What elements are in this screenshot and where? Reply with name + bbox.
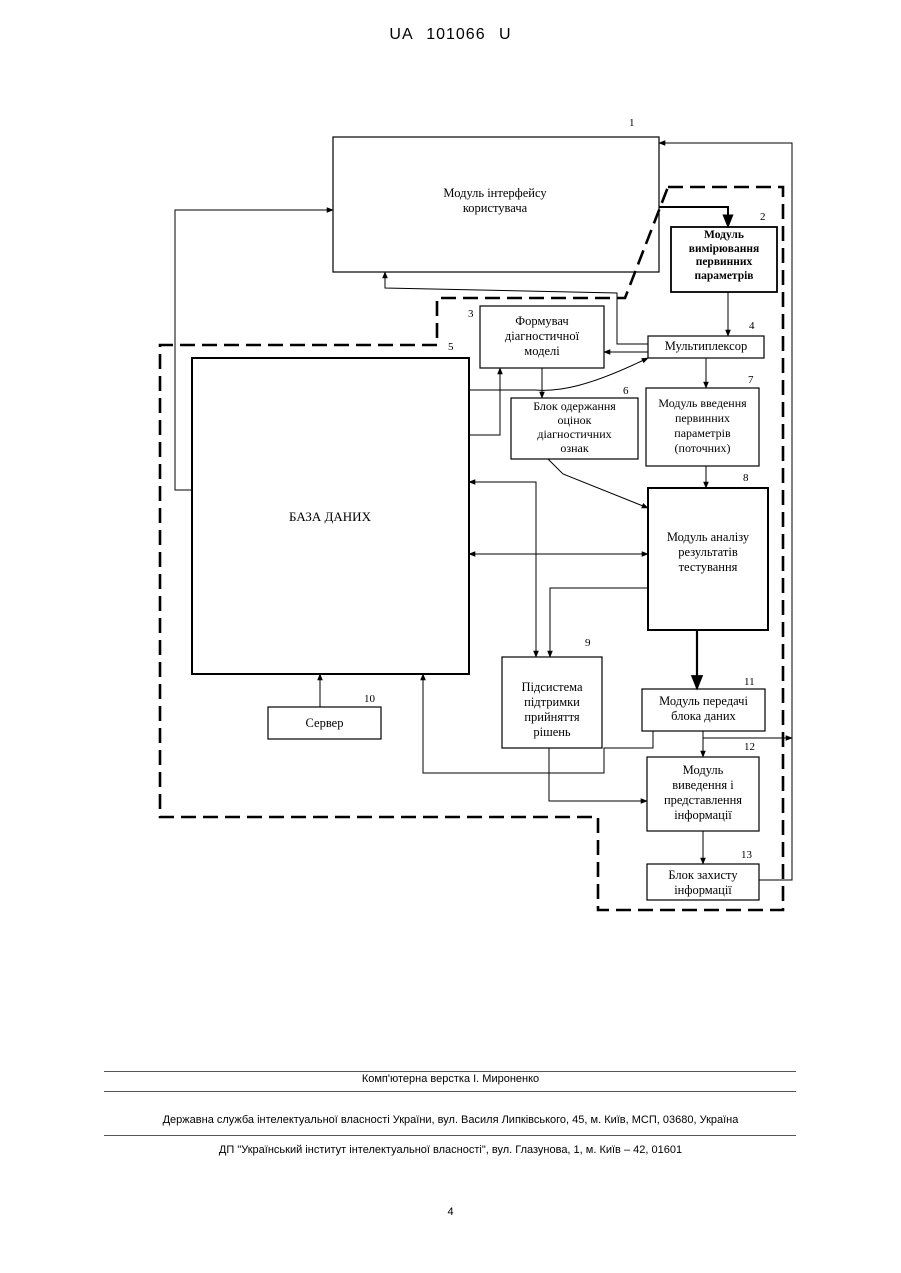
block-9-number: 9 [585, 637, 591, 649]
block-13-label: Блок захисту інформації [647, 868, 759, 898]
line-analysis-to-decision [550, 588, 648, 657]
line-interface-to-measure [659, 207, 728, 227]
block-8-label: Модуль аналізу результатів тестування [648, 530, 768, 575]
page-number: 4 [0, 1206, 901, 1218]
footer-rule-top [104, 1071, 796, 1072]
line-db-to-decision [469, 482, 536, 657]
block-6-number: 6 [623, 385, 629, 397]
block-1-number: 1 [629, 117, 635, 129]
block-9-label: Підсистема підтримки прийняття рішень [502, 680, 602, 740]
line-db-to-interface [175, 210, 333, 490]
block-5-number: 5 [448, 341, 454, 353]
block-11-number: 11 [744, 676, 755, 688]
footer-agency: Державна служба інтелектуальної власност… [0, 1114, 901, 1126]
block-10-number: 10 [364, 693, 375, 705]
line-db-to-former [469, 368, 500, 435]
footer-rule-bottom [104, 1135, 796, 1136]
block-6-label: Блок одержання оцінок діагностичних озна… [511, 399, 638, 455]
block-1-label: Модуль інтерфейсу користувача [395, 186, 595, 216]
block-11-label: Модуль передачі блока даних [642, 694, 765, 724]
block-12-label: Модуль виведення і представлення інформа… [647, 763, 759, 823]
block-3-label: Формувач діагностичної моделі [480, 314, 604, 359]
block-2-number: 2 [760, 211, 766, 223]
footer-typesetting: Комп'ютерна верстка І. Мироненко [0, 1073, 901, 1085]
block-5-label: БАЗА ДАНИХ [250, 509, 410, 524]
block-10-label: Сервер [268, 716, 381, 731]
footer-institute: ДП "Український інститут інтелектуальної… [0, 1144, 901, 1156]
footer-rule-middle [104, 1091, 796, 1092]
block-8-number: 8 [743, 472, 749, 484]
block-13-number: 13 [741, 849, 752, 861]
line-db-to-mux [469, 358, 648, 390]
block-7-number: 7 [748, 374, 754, 386]
line-decision-to-output [549, 748, 647, 801]
block-3-number: 3 [468, 308, 474, 320]
block-7-label: Модуль введення первинних параметрів (по… [646, 396, 759, 456]
block-4-label: Мультиплексор [648, 339, 764, 354]
line-estimates-to-analysis [548, 459, 648, 508]
block-2-label: Модуль вимірювання первинних параметрів [671, 229, 777, 283]
block-12-number: 12 [744, 741, 755, 753]
block-4-number: 4 [749, 320, 755, 332]
